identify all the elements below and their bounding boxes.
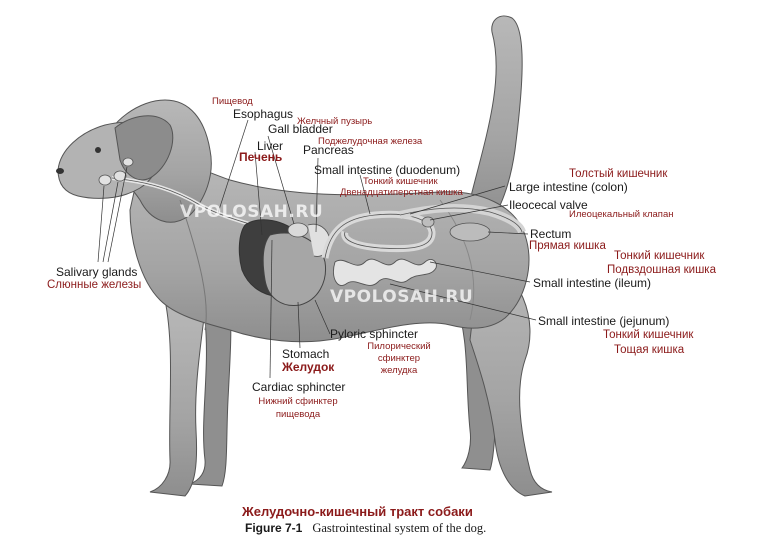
label-liver-en: Liver	[257, 139, 284, 153]
label-salivary-en: Salivary glands	[56, 265, 138, 279]
rectum-shape	[449, 222, 491, 242]
salivary-gland-1	[98, 174, 112, 186]
label-rectum-en: Rectum	[530, 227, 572, 241]
digestive-tract	[98, 157, 526, 307]
caption-english: Figure 7-1 Gastrointestinal system of the…	[245, 521, 486, 536]
ileocecal-valve-shape	[421, 216, 435, 228]
caption-russian: Желудочно-кишечный тракт собаки	[242, 504, 473, 519]
label-pyloric-ru-1: Пилорический	[367, 341, 431, 352]
label-pyloric-ru-2: сфинктер	[377, 353, 421, 364]
label-colon-en: Large intestine (colon)	[509, 180, 628, 194]
figure-text: Gastrointestinal system of the dog.	[312, 521, 487, 535]
dog-nose	[56, 168, 64, 174]
leader-lines	[97, 119, 537, 379]
label-duodenum-en: Small intestine (duodenum)	[314, 163, 461, 177]
label-duodenum-ru-2: Двенадцатиперстная кишка	[340, 187, 463, 198]
label-ileum-ru-2: Подвздошная кишка	[607, 264, 716, 276]
label-stomach-ru: Желудок	[282, 360, 335, 374]
label-gall-bladder-ru: Желчный пузырь	[297, 116, 373, 127]
label-cardiac-ru-1: Нижний сфинктер	[258, 396, 338, 407]
label-pyloric-ru-3: желудка	[380, 365, 418, 376]
label-jejunum-en: Small intestine (jejunum)	[538, 314, 670, 328]
salivary-gland-3	[122, 157, 134, 167]
label-duodenum-ru-1: Тонкий кишечник	[363, 176, 438, 187]
watermark-2: VPOLOSAH.RU	[330, 287, 474, 307]
gall-bladder-shape	[287, 222, 309, 238]
label-stomach-en: Stomach	[282, 347, 330, 361]
label-jejunum-ru-1: Тонкий кишечник	[603, 329, 694, 341]
label-ileocecal-ru: Илеоцекальный клапан	[569, 209, 674, 220]
label-ileum-en: Small intestine (ileum)	[533, 276, 652, 290]
dog-anatomy-illustration	[56, 15, 553, 497]
figure-label: Figure 7-1	[245, 521, 303, 535]
label-ileocecal-en: Ileocecal valve	[509, 198, 588, 212]
label-pyloric-en: Pyloric sphincter	[330, 327, 419, 341]
dog-tail	[469, 15, 523, 223]
salivary-gland-2	[113, 170, 127, 182]
label-jejunum-ru-2: Тощая кишка	[614, 344, 685, 356]
small-intestine-coils	[333, 258, 437, 286]
label-pancreas-ru: Поджелудочная железа	[318, 136, 423, 147]
label-salivary-ru: Слюнные железы	[47, 279, 142, 291]
front-leg-near	[149, 299, 206, 497]
watermark-1: VPOLOSAH.RU	[180, 202, 324, 222]
label-colon-ru: Толстый кишечник	[569, 168, 668, 180]
label-esophagus-en: Esophagus	[233, 107, 294, 121]
label-ileum-ru-1: Тонкий кишечник	[614, 250, 705, 262]
label-liver-ru: Печень	[239, 150, 283, 164]
front-leg-far	[189, 309, 232, 487]
label-rectum-ru: Прямая кишка	[529, 240, 606, 252]
label-cardiac-en: Cardiac sphincter	[252, 380, 346, 394]
label-esophagus-ru: Пищевод	[212, 96, 253, 107]
label-cardiac-ru-2: пищевода	[275, 409, 321, 420]
label-gall-bladder-en: Gall bladder	[268, 122, 333, 136]
dog-eye	[95, 147, 101, 153]
label-pancreas-en: Pancreas	[303, 143, 354, 157]
